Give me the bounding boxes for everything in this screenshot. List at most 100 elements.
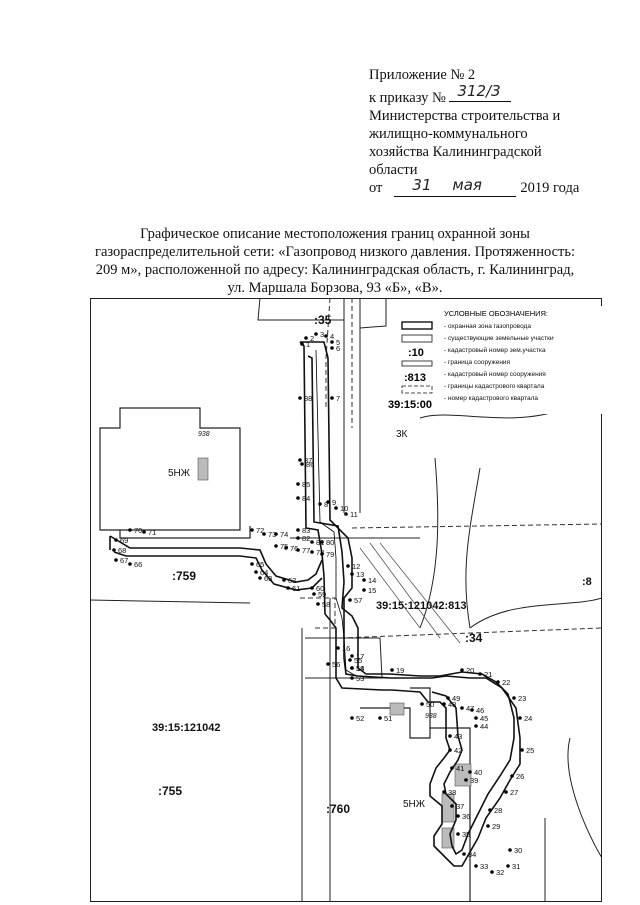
point-number-55: 55 xyxy=(354,656,362,665)
point-marker-31 xyxy=(506,864,510,868)
point-marker-7 xyxy=(330,396,334,400)
point-number-78: 78 xyxy=(316,548,324,557)
point-marker-63 xyxy=(258,576,262,580)
point-number-66: 66 xyxy=(134,560,142,569)
legend-text-zone: - охранная зона газопровода xyxy=(444,323,531,330)
point-number-71: 71 xyxy=(148,528,156,537)
point-number-24: 24 xyxy=(524,714,532,723)
point-marker-27 xyxy=(504,790,508,794)
point-number-39: 39 xyxy=(470,776,478,785)
label-5nzh-b: 5НЖ xyxy=(403,799,426,810)
point-number-11: 11 xyxy=(350,510,358,519)
point-marker-52 xyxy=(350,716,354,720)
legend-text-quarter-number: - номер кадастрового квартала xyxy=(444,395,538,402)
point-number-21: 21 xyxy=(484,670,492,679)
point-marker-59 xyxy=(312,592,316,596)
point-marker-3 xyxy=(314,332,318,336)
point-number-23: 23 xyxy=(518,694,526,703)
point-marker-80 xyxy=(320,540,324,544)
point-marker-85 xyxy=(296,482,300,486)
point-marker-29 xyxy=(486,824,490,828)
point-number-61: 61 xyxy=(292,584,300,593)
point-marker-45 xyxy=(474,716,478,720)
point-marker-69 xyxy=(114,538,118,542)
point-marker-5 xyxy=(330,340,334,344)
point-marker-37 xyxy=(450,804,454,808)
point-marker-47 xyxy=(460,706,464,710)
handwritten-order-number: 312/3 xyxy=(457,82,501,100)
point-marker-43 xyxy=(448,734,452,738)
point-marker-14 xyxy=(362,578,366,582)
label-813: 39:15:121042:813 xyxy=(376,600,467,612)
legend-heading: УСЛОВНЫЕ ОБОЗНАЧЕНИЯ: xyxy=(444,309,548,318)
point-marker-41 xyxy=(450,766,454,770)
point-number-86: 86 xyxy=(306,460,314,469)
building-5nzh-a xyxy=(99,407,241,531)
point-number-14: 14 xyxy=(368,576,376,585)
legend-symbol-quarter xyxy=(401,385,433,394)
label-3k: 3К xyxy=(396,429,408,440)
legend-symbol-structure-number: :813 xyxy=(404,372,426,384)
label-759: :759 xyxy=(172,569,196,583)
point-number-69: 69 xyxy=(120,536,128,545)
point-marker-1 xyxy=(300,342,304,346)
point-number-58: 58 xyxy=(322,600,330,609)
point-number-59: 59 xyxy=(318,590,326,599)
point-marker-67 xyxy=(114,558,118,562)
point-number-63: 63 xyxy=(264,574,272,583)
legend-text-parcel-number: - кадастровый номер зем.участка xyxy=(444,346,546,354)
point-marker-48 xyxy=(442,702,446,706)
point-number-50: 50 xyxy=(426,700,434,709)
hatched-blocks xyxy=(197,457,472,849)
point-number-49: 49 xyxy=(452,694,460,703)
point-number-28: 28 xyxy=(494,806,502,815)
point-marker-76 xyxy=(284,546,288,550)
point-number-68: 68 xyxy=(118,546,126,555)
buildings xyxy=(99,407,471,902)
title-line-4: ул. Маршала Борзова, 93 «Б», «В». xyxy=(227,280,443,296)
point-marker-20 xyxy=(460,668,464,672)
label-5nzh-a: 5НЖ xyxy=(168,468,191,479)
point-marker-25 xyxy=(520,748,524,752)
point-marker-84 xyxy=(296,496,300,500)
point-number-80: 80 xyxy=(326,538,334,547)
point-marker-8 xyxy=(318,502,322,506)
legend: УСЛОВНЫЕ ОБОЗНАЧЕНИЯ: :10 :813 39:15:00 … xyxy=(388,306,602,414)
point-number-26: 26 xyxy=(516,772,524,781)
point-number-67: 67 xyxy=(120,556,128,565)
label-938-b: 938 xyxy=(425,713,437,720)
point-number-41: 41 xyxy=(456,764,464,773)
point-number-3: 3 xyxy=(320,330,324,339)
point-number-64: 64 xyxy=(260,568,268,577)
handwritten-date-day: 31 xyxy=(412,176,432,194)
point-number-40: 40 xyxy=(474,768,482,777)
point-marker-23 xyxy=(512,696,516,700)
point-number-9: 9 xyxy=(332,498,336,507)
point-marker-87 xyxy=(298,458,302,462)
point-number-46: 46 xyxy=(476,706,484,715)
point-marker-68 xyxy=(112,548,116,552)
quarter-boundaries xyxy=(300,298,602,639)
order-date: от 31 мая 2019 года xyxy=(369,176,579,197)
point-number-85: 85 xyxy=(302,480,310,489)
point-number-48: 48 xyxy=(448,700,456,709)
point-number-31: 31 xyxy=(512,862,520,871)
point-number-25: 25 xyxy=(526,746,534,755)
point-number-43: 43 xyxy=(454,732,462,741)
point-number-6: 6 xyxy=(336,344,340,353)
point-marker-2 xyxy=(304,336,308,340)
point-marker-75 xyxy=(274,544,278,548)
label-8: :8 xyxy=(582,576,592,588)
point-marker-13 xyxy=(350,572,354,576)
ministry-line-4: области xyxy=(369,162,418,178)
point-marker-22 xyxy=(496,680,500,684)
point-marker-24 xyxy=(518,716,522,720)
point-number-20: 20 xyxy=(466,666,474,675)
point-number-4: 4 xyxy=(330,332,334,341)
handwritten-date-month: мая xyxy=(452,176,482,194)
point-marker-62 xyxy=(282,578,286,582)
point-number-54: 54 xyxy=(356,664,364,673)
point-number-75: 75 xyxy=(280,542,288,551)
point-marker-40 xyxy=(468,770,472,774)
point-number-82: 82 xyxy=(302,534,310,543)
